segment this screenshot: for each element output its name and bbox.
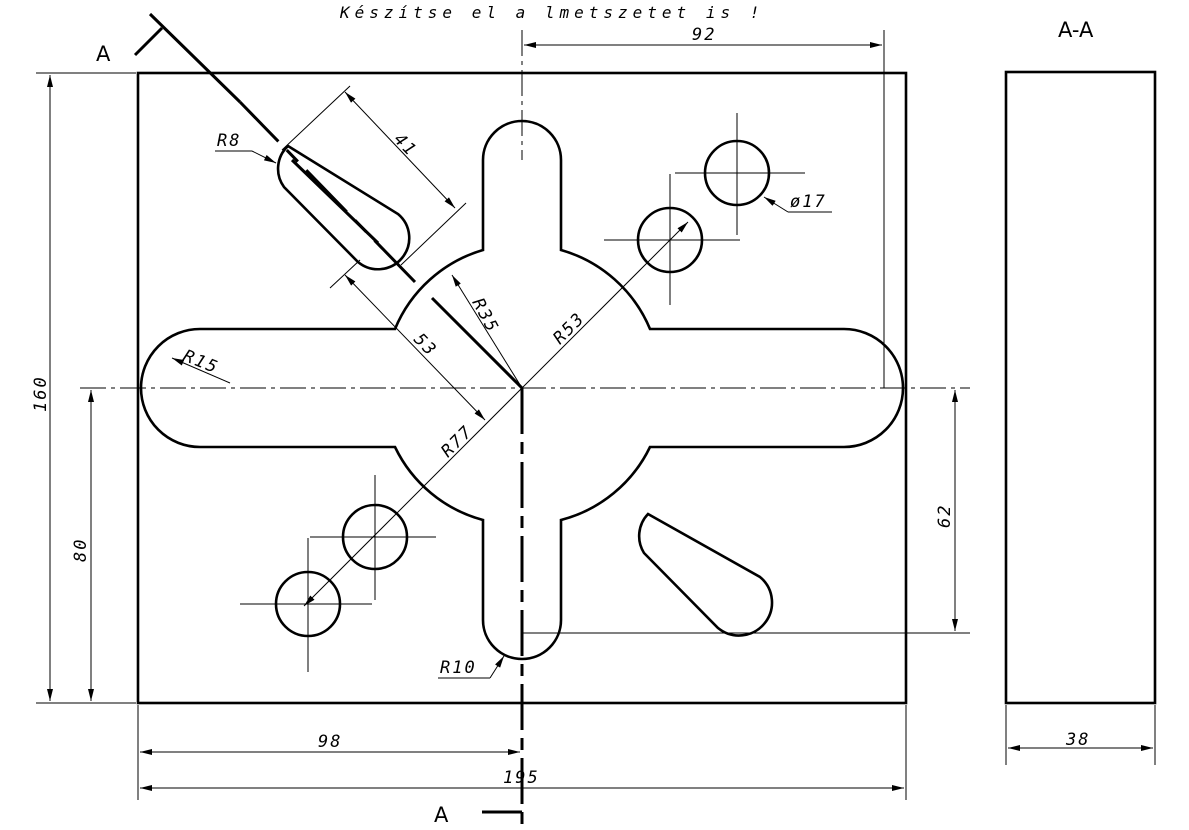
- cut-label-bottom: A: [434, 803, 449, 827]
- leader-dia17: [763, 196, 832, 213]
- leader-r8: [215, 150, 277, 164]
- dim-92: [524, 30, 885, 388]
- dim-98: [137, 705, 520, 800]
- section-view-outline: [1004, 70, 1157, 705]
- r10-label: R10: [440, 658, 477, 678]
- section-cut-line: [133, 12, 524, 828]
- dia17-label: ø17: [790, 192, 827, 212]
- dim-38: [1005, 705, 1156, 765]
- cross-cutout: [139, 119, 905, 661]
- leader-r15: [171, 357, 231, 384]
- dim-41-value: 41: [389, 130, 420, 162]
- instruction-note: Készítse el a lmetszetet is !: [339, 3, 764, 22]
- r77-label: R77: [437, 421, 477, 461]
- dim-53-extension: [329, 259, 361, 289]
- r35-label: R35: [468, 295, 503, 337]
- slot-upper-left: [276, 144, 411, 271]
- dim-80-value: 80: [71, 538, 91, 562]
- dim-41: [281, 85, 467, 266]
- dim-160: [36, 72, 136, 704]
- dim-53: [344, 274, 486, 421]
- section-view-title: A-A: [1058, 18, 1094, 42]
- dim-98-value: 98: [318, 732, 342, 752]
- r15-label: R15: [180, 346, 222, 378]
- dim-38-value: 38: [1065, 730, 1090, 750]
- leader-r77: [303, 387, 523, 607]
- dim-92-value: 92: [692, 25, 716, 45]
- cut-label-top: A: [96, 42, 111, 66]
- dim-53-value: 53: [409, 330, 440, 362]
- leader-r35: [451, 274, 523, 389]
- dim-195: [140, 705, 907, 800]
- r53-label: R53: [549, 308, 589, 348]
- leader-r53: [521, 221, 689, 389]
- dim-62-value: 62: [935, 504, 955, 528]
- dim-195-value: 195: [503, 768, 540, 788]
- slot-lower-right: [637, 512, 774, 637]
- dim-160-value: 160: [31, 375, 51, 412]
- r8-label: R8: [217, 131, 241, 151]
- dim-62: [522, 390, 970, 634]
- leader-r10: [438, 655, 505, 679]
